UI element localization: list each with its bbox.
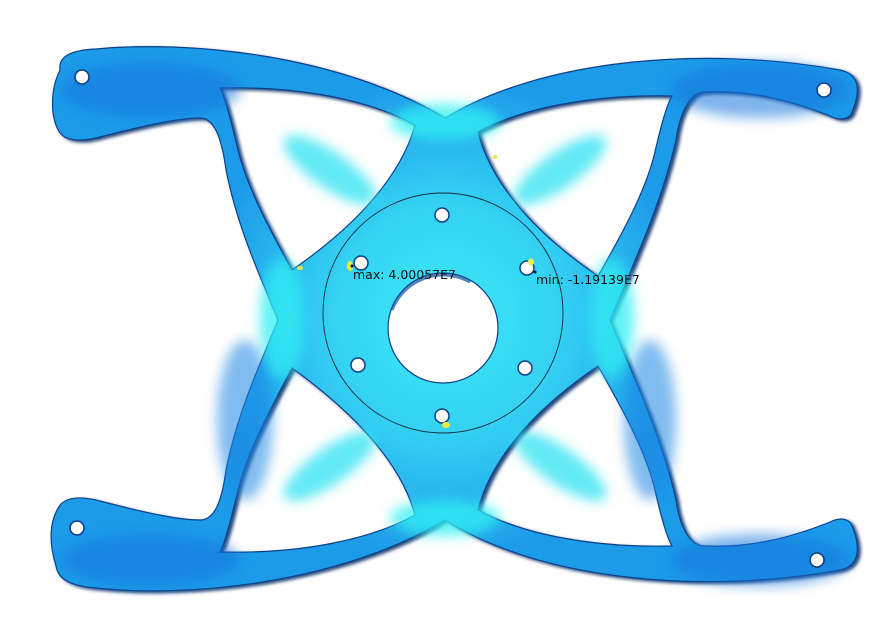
mounting-holes <box>69 69 832 568</box>
mounting-hole-top-right <box>816 82 832 98</box>
max-stress-label: max: 4.00057E7 <box>353 267 456 282</box>
stress-gradient-overlay <box>60 62 850 586</box>
bolt-hole-bottom <box>434 408 450 424</box>
mounting-hole-bottom-right <box>809 552 825 568</box>
mounting-hole-top-left <box>74 69 90 85</box>
min-stress-label: min: -1.19139E7 <box>536 272 640 287</box>
stress-hotspot-bands <box>260 104 634 536</box>
mounting-hole-bottom-left <box>69 520 85 536</box>
hub-bore-shadow <box>390 273 471 311</box>
probe-annotations: max: 4.00057E7 min: -1.19139E7 <box>350 264 640 287</box>
bolt-circle-ring <box>322 192 564 434</box>
bolt-holes <box>350 207 535 424</box>
hub-bore <box>387 272 499 384</box>
min-probe-marker <box>533 270 537 274</box>
bolt-hole-top <box>434 207 450 223</box>
bolt-hole-left-upper <box>353 255 369 271</box>
bolt-hole-right-lower <box>517 360 533 376</box>
max-stress-hotspots <box>297 155 534 428</box>
bolt-hole-left-lower <box>350 357 366 373</box>
max-probe-marker <box>350 264 354 268</box>
